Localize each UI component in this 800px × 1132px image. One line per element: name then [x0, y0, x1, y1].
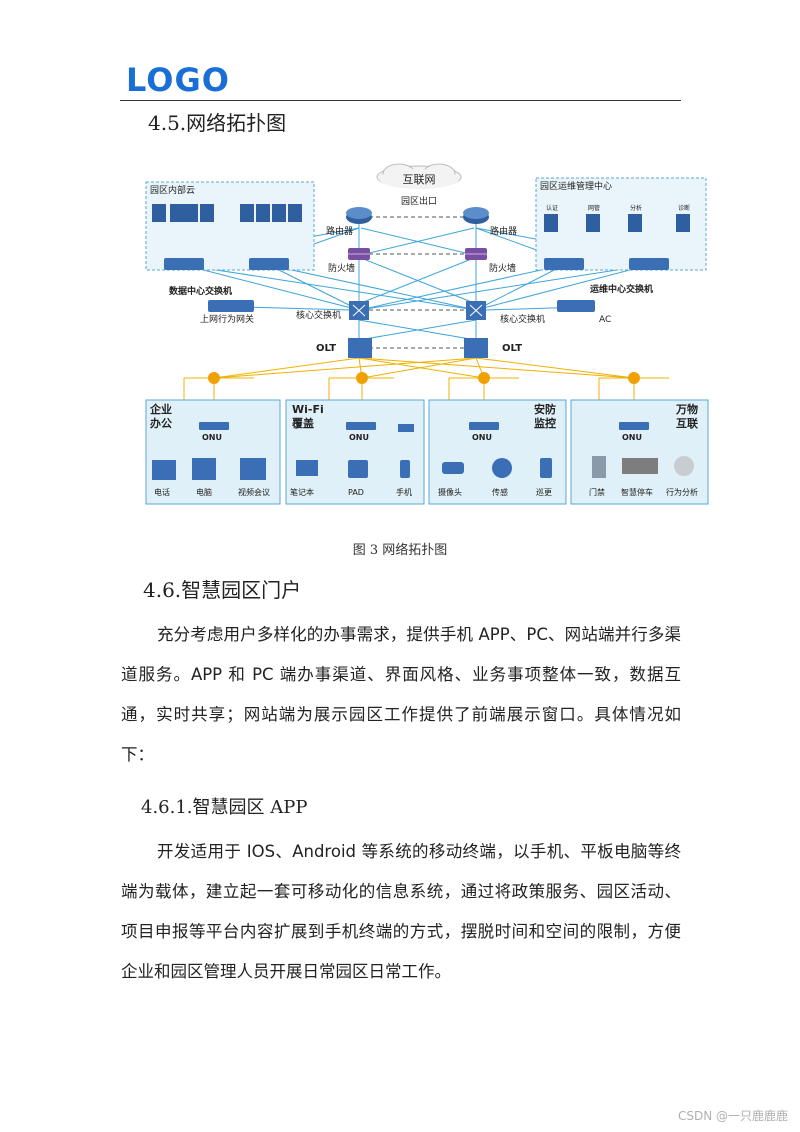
ac-label: AC	[599, 315, 611, 325]
switch-icon	[544, 258, 584, 270]
paragraph-portal: 充分考虑用户多样化的办事需求，提供手机 APP、PC、网站端并行多渠道服务。AP…	[121, 625, 681, 764]
zone-enterprise: 企业办公 ONU 电话 电脑 视频会议	[145, 399, 281, 505]
device-label: 行为分析	[666, 487, 698, 497]
core-right-label: 核心交换机	[500, 313, 545, 325]
sensor-icon	[492, 458, 512, 478]
dome-camera-icon	[674, 456, 694, 476]
onu-label: ONU	[349, 433, 369, 442]
pon-links	[183, 357, 669, 400]
phone-icon	[152, 460, 176, 480]
onu-label: ONU	[202, 433, 222, 442]
device-label: 传感	[492, 487, 508, 497]
device-label: 笔记本	[290, 487, 314, 497]
firewall-left-label: 防火墙	[328, 262, 355, 274]
zone-title: 万物互联	[675, 402, 698, 430]
firewall-icon	[465, 248, 487, 260]
switch-icon	[164, 258, 204, 270]
ap-icon	[398, 424, 414, 432]
section-heading-4-5: 4.5.网络拓扑图	[148, 111, 287, 135]
zone-title: 企业办公	[149, 402, 172, 430]
olt-right-label: OLT	[502, 343, 522, 354]
core-left-label: 核心交换机	[296, 309, 341, 321]
parking-icon	[622, 458, 658, 474]
onu-label: ONU	[472, 433, 492, 442]
device-label: 门禁	[589, 487, 605, 497]
section-heading-4-6-1: 4.6.1.智慧园区 APP	[141, 797, 308, 818]
server-icons	[152, 204, 302, 222]
exit-label: 园区出口	[401, 195, 437, 207]
ops-item-label: 网管	[588, 204, 600, 212]
device-label: 电话	[154, 487, 170, 497]
header-divider	[120, 100, 681, 101]
watermark: CSDN @一只鹿鹿鹿	[677, 1109, 788, 1123]
gateway-label: 上网行为网关	[200, 313, 254, 325]
logo: LOGO	[126, 61, 230, 99]
olt-left-label: OLT	[316, 343, 336, 354]
ops-item-label: 诊断	[678, 204, 690, 212]
figure-caption: 图 3 网络拓扑图	[352, 543, 448, 558]
cloud-group-label: 园区内部云	[150, 184, 195, 196]
onu-icon	[619, 422, 649, 430]
ops-item-label: 认证	[546, 204, 558, 212]
paragraph-app: 开发适用于 IOS、Android 等系统的移动终端，以手机、平板电脑等终端为载…	[121, 842, 681, 981]
video-conference-icon	[240, 458, 266, 480]
internet-cloud-icon	[376, 163, 462, 189]
router-right-label: 路由器	[490, 225, 517, 237]
firewall-right-label: 防火墙	[489, 262, 516, 274]
section-heading-4-6: 4.6.智慧园区门户	[143, 578, 302, 602]
ops-group-label: 园区运维管理中心	[540, 180, 612, 192]
zone-title: 安防监控	[534, 402, 556, 430]
ops-switch-label: 运维中心交换机	[590, 283, 653, 295]
patrol-icon	[540, 458, 552, 478]
switch-icon	[629, 258, 669, 270]
device-label: 电脑	[196, 487, 212, 497]
server-icons	[544, 214, 690, 232]
splitter-icons	[208, 372, 640, 384]
core-switch-icon	[466, 301, 486, 320]
ops-item-label: 分析	[630, 204, 642, 212]
phone-icon	[400, 460, 410, 478]
device-label: PAD	[348, 488, 364, 497]
onu-icon	[469, 422, 499, 430]
tablet-icon	[348, 460, 368, 478]
olt-icon	[464, 338, 488, 358]
dc-switch-label: 数据中心交换机	[169, 285, 232, 297]
laptop-icon	[296, 460, 318, 476]
device-label: 智慧停车	[621, 487, 653, 497]
core-switch-icon	[349, 301, 369, 320]
internet-label: 互联网	[403, 173, 436, 186]
access-control-icon	[592, 456, 606, 478]
computer-icon	[192, 458, 216, 480]
router-left-label: 路由器	[326, 225, 353, 237]
onu-label: ONU	[622, 433, 642, 442]
router-icon	[463, 207, 489, 224]
firewall-icon	[348, 248, 370, 260]
switch-icon	[249, 258, 289, 270]
zone-iot: 万物互联 ONU 门禁 智慧停车 行为分析	[570, 399, 709, 505]
camera-icon	[442, 462, 464, 474]
network-topology-diagram: 互联网 园区出口 路由器 路由器 防火墙 防火墙 园区内部云 数据中心交换机 园…	[145, 163, 709, 505]
device-label: 视频会议	[238, 487, 270, 497]
onu-icon	[346, 422, 376, 430]
redundancy-links	[369, 216, 464, 349]
onu-icon	[199, 422, 229, 430]
zone-security: 安防监控 ONU 摄像头 传感 巡更	[428, 399, 567, 505]
device-label: 摄像头	[438, 487, 462, 497]
ac-icon	[557, 300, 595, 312]
device-label: 手机	[396, 487, 412, 497]
gateway-icon	[208, 300, 254, 312]
cloud-group-box	[145, 181, 315, 271]
router-icon	[346, 207, 372, 224]
device-label: 巡更	[536, 487, 552, 497]
olt-icon	[348, 338, 372, 358]
